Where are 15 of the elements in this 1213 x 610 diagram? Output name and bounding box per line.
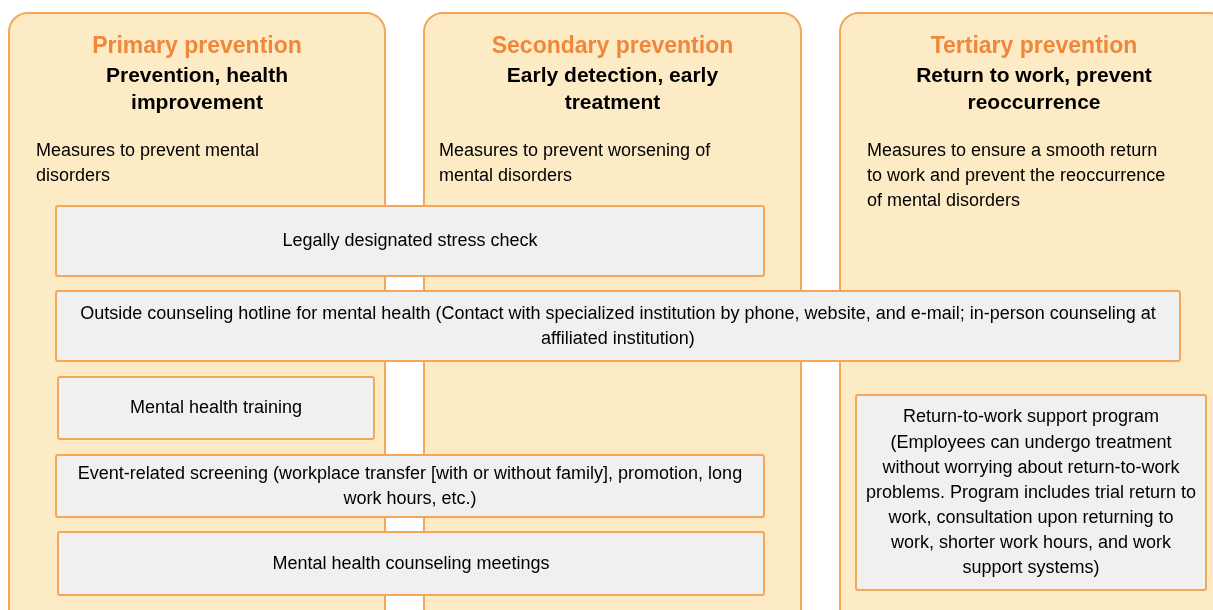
column-description: Measures to ensure a smooth return to work and prevent the reoccurrence of mental disorders	[866, 138, 1167, 212]
measure-box: Legally designated stress check	[55, 205, 765, 277]
measure-box: Mental health counseling meetings	[57, 531, 765, 596]
column-heading: Tertiary prevention	[930, 32, 1138, 59]
column-heading: Secondary prevention	[491, 32, 734, 59]
measure-box: Outside counseling hotline for mental health (Contact with specialized institution by phone, website, and e-mail; in-person counseling at affiliated institution)	[55, 290, 1181, 362]
measure-box: Event-related screening (workplace transfer [with or without family], promotion, long work hours, etc.)	[55, 454, 765, 518]
measure-box: Mental health training	[57, 376, 375, 440]
column-description: Measures to prevent mental disorders	[35, 138, 261, 187]
column-description: Measures to prevent worsening of mental disorders	[438, 138, 712, 187]
column-subheading: Return to work, prevent reoccurrence	[915, 62, 1153, 116]
column-subheading: Early detection, early treatment	[505, 62, 720, 116]
column-subheading: Prevention, health improvement	[104, 62, 289, 116]
measure-box: Return-to-work support program (Employees can undergo treatment without worrying about return-to-work problems. Program includes trial return to work, consultation upon returning to work, shorter work hours, and work support systems)	[855, 394, 1207, 591]
column-heading: Primary prevention	[92, 32, 302, 59]
